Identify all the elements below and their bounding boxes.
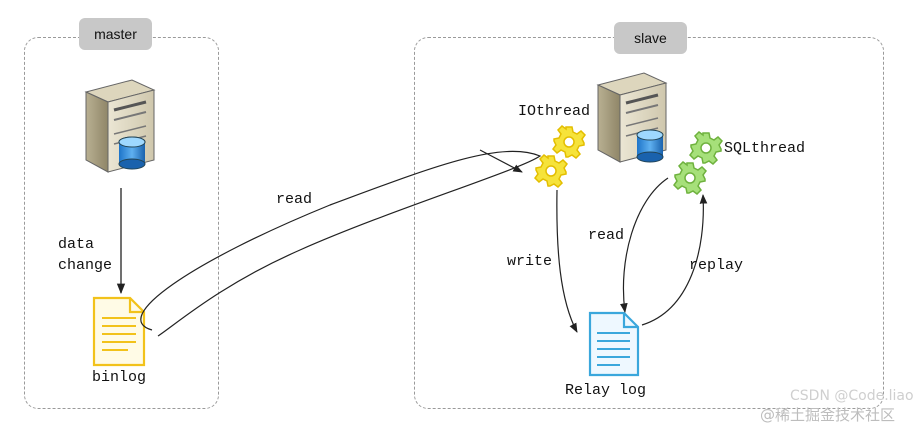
write-arrow	[556, 189, 578, 333]
write-label: write	[507, 253, 553, 270]
sqlthread-gear-icon-large	[689, 131, 723, 165]
iothread-label: IOthread	[518, 103, 591, 120]
relay-log-label: Relay log	[565, 382, 647, 399]
replay-label: replay	[689, 257, 744, 274]
relay-log-document-icon	[588, 311, 640, 377]
iothread-gear-icon-large	[552, 125, 586, 159]
read-slave-label: read	[588, 227, 625, 244]
read-relay-arrow	[620, 177, 669, 313]
sqlthread-label: SQLthread	[724, 140, 806, 157]
read-binlog-arrow-head	[479, 149, 523, 173]
read-master-label: read	[276, 191, 313, 208]
sqlthread-gear-icon-small	[673, 161, 707, 195]
juejin-watermark: @稀土掘金技术社区	[760, 406, 896, 424]
csdn-watermark: CSDN @Code.liao	[790, 388, 914, 404]
slave-tab: slave	[614, 22, 687, 54]
slave-server-icon	[596, 72, 668, 163]
master-tab: master	[79, 18, 152, 50]
data-change-label: data change	[58, 236, 113, 274]
iothread-gear-icon-small	[534, 154, 568, 188]
replay-arrow	[641, 194, 708, 326]
read-binlog-arrow	[140, 150, 542, 337]
binlog-document-icon	[92, 296, 146, 367]
binlog-label: binlog	[92, 369, 147, 386]
master-server-icon	[84, 79, 156, 173]
